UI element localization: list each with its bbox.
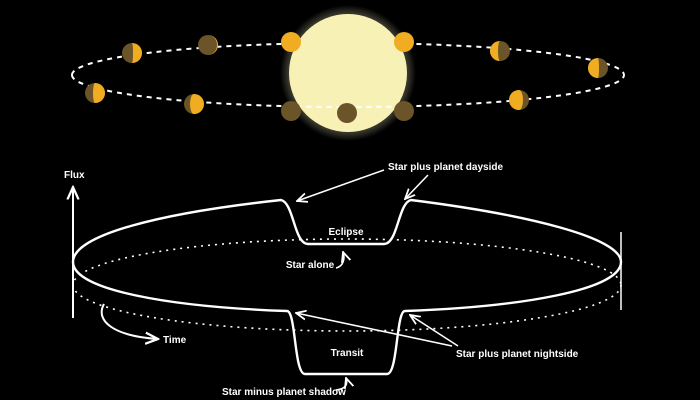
time-label: Time bbox=[163, 335, 187, 346]
planet-phase-8 bbox=[184, 94, 204, 114]
planet-phase-1 bbox=[122, 43, 142, 63]
planet-lit-side bbox=[190, 94, 204, 114]
planet-body bbox=[281, 101, 301, 121]
planet-lit-side bbox=[93, 83, 105, 103]
planet-phase-11 bbox=[394, 101, 414, 121]
light-curve-diagram: Flux Time Eclipse Star alone Star plus p… bbox=[64, 162, 623, 398]
star-alone-arrow bbox=[335, 252, 344, 269]
transit-label: Transit bbox=[331, 348, 364, 359]
planet-body bbox=[198, 35, 218, 55]
time-arrow bbox=[100, 303, 158, 339]
dayside-arrow-left bbox=[297, 169, 385, 201]
star-alone-label: Star alone bbox=[286, 260, 335, 271]
planet-body bbox=[394, 32, 414, 52]
planet-body bbox=[337, 103, 357, 123]
planet-phase-2 bbox=[198, 35, 218, 55]
planet-lit-side bbox=[509, 90, 523, 110]
planet-phase-6 bbox=[588, 58, 608, 78]
planet-body bbox=[394, 101, 414, 121]
nightside-arrow-right bbox=[410, 315, 459, 347]
planet-phase-10 bbox=[337, 103, 357, 123]
planet-phases bbox=[85, 32, 608, 123]
planet-phase-3 bbox=[281, 32, 301, 52]
shadow-label: Star minus planet shadow bbox=[222, 387, 346, 398]
dayside-label: Star plus planet dayside bbox=[388, 162, 503, 173]
planet-phase-7 bbox=[85, 83, 105, 103]
planet-lit-side bbox=[132, 43, 142, 63]
shadow-arrow bbox=[335, 378, 347, 391]
planet-lit-side bbox=[490, 41, 500, 61]
planet-phase-12 bbox=[509, 90, 529, 110]
planet-body bbox=[281, 32, 301, 52]
baseline-dotted-ellipse bbox=[72, 238, 622, 332]
planet-lit-side bbox=[588, 58, 599, 78]
orbit-illustration bbox=[71, 5, 625, 141]
planet-phase-5 bbox=[490, 41, 510, 61]
flux-label: Flux bbox=[64, 170, 85, 181]
star bbox=[289, 14, 407, 132]
planet-phase-9 bbox=[281, 101, 301, 121]
flux-curve bbox=[71, 198, 623, 376]
nightside-label: Star plus planet nightside bbox=[456, 349, 579, 360]
eclipse-label: Eclipse bbox=[328, 227, 363, 238]
nightside-arrow-left bbox=[296, 313, 453, 347]
dayside-arrow-right bbox=[405, 174, 429, 199]
planet-phase-4 bbox=[394, 32, 414, 52]
